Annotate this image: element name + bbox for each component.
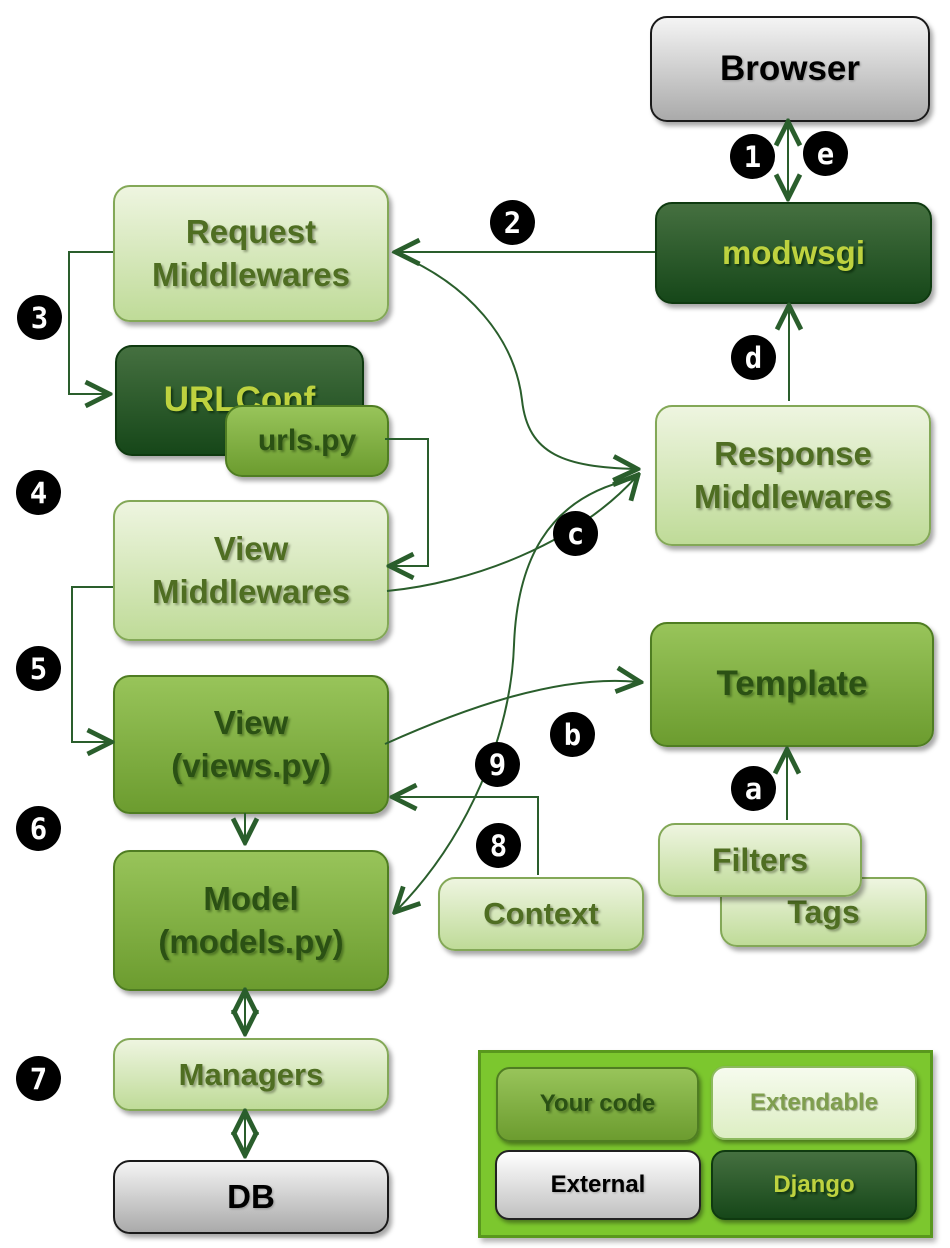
step-badge-5: 5 — [16, 646, 61, 691]
step-badge-9: 9 — [475, 742, 520, 787]
node-managers: Managers — [113, 1038, 389, 1111]
legend-item-external: External — [495, 1150, 701, 1220]
node-urls-py: urls.py — [225, 405, 389, 477]
node-context: Context — [438, 877, 644, 951]
step-badge-2: 2 — [490, 200, 535, 245]
node-model: Model (models.py) — [113, 850, 389, 991]
step-badge-4: 4 — [16, 470, 61, 515]
node-db: DB — [113, 1160, 389, 1234]
step-badge-a: a — [731, 766, 776, 811]
elbow-requestmw-urlconf — [68, 251, 113, 394]
node-view-middlewares: View Middlewares — [113, 500, 389, 641]
node-template: Template — [650, 622, 934, 747]
curve-view-template — [384, 681, 639, 745]
step-badge-e: e — [803, 131, 848, 176]
elbow-urlspy-viewmw — [385, 438, 429, 566]
step-badge-b: b — [550, 712, 595, 757]
step-badge-d: d — [731, 335, 776, 380]
elbow-viewmw-view — [71, 586, 113, 742]
node-browser: Browser — [650, 16, 930, 122]
step-badge-1: 1 — [730, 134, 775, 179]
step-badge-c: c — [553, 511, 598, 556]
step-badge-3: 3 — [17, 295, 62, 340]
legend: Your code Extendable External Django — [478, 1050, 933, 1238]
node-modwsgi: modwsgi — [655, 202, 932, 304]
curve-requestmw-responsemw — [391, 251, 636, 469]
node-response-middlewares: Response Middlewares — [655, 405, 931, 546]
node-view: View (views.py) — [113, 675, 389, 814]
legend-item-extendable: Extendable — [711, 1066, 917, 1140]
step-badge-7: 7 — [16, 1056, 61, 1101]
legend-item-django: Django — [711, 1150, 917, 1220]
legend-item-your-code: Your code — [496, 1067, 699, 1142]
curve-viewmw-responsemw — [386, 476, 637, 592]
node-request-middlewares: Request Middlewares — [113, 185, 389, 322]
step-badge-6: 6 — [16, 806, 61, 851]
step-badge-8: 8 — [476, 823, 521, 868]
node-filters: Filters — [658, 823, 862, 897]
